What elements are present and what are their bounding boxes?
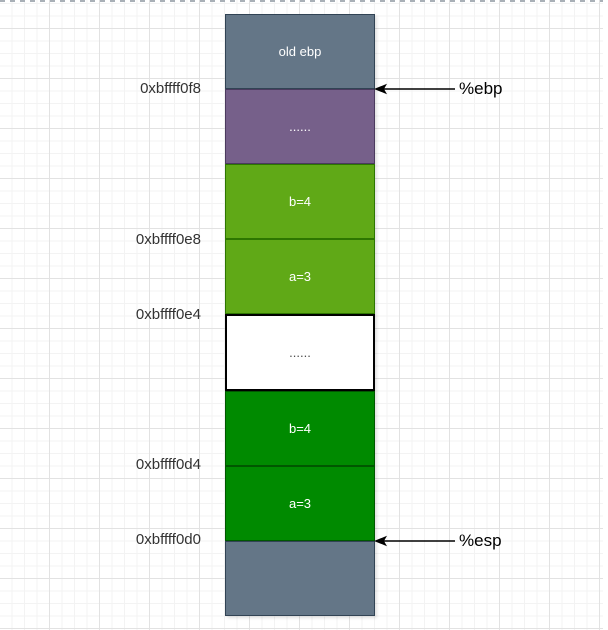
stack-cell-ellipsis-middle: ...... xyxy=(225,314,375,391)
stack-cell-label: a=3 xyxy=(288,269,312,284)
ebp-pointer-label: %ebp xyxy=(459,79,503,98)
stack-cell-old-ebp: old ebp xyxy=(225,14,375,89)
ebp-arrow-left-icon xyxy=(374,83,455,95)
page-boundary-dashed-line xyxy=(0,0,603,2)
stack-cell-a3-upper: a=3 xyxy=(225,239,375,314)
stack-cell-label: b=4 xyxy=(288,194,312,209)
stack-cell-bottom-empty xyxy=(225,541,375,616)
address-label-0xbffff0d4: 0xbffff0d4 xyxy=(135,456,201,473)
stack-cell-label: old ebp xyxy=(278,44,322,59)
esp-arrow-left-icon xyxy=(374,535,455,547)
address-label-0xbffff0f8: 0xbffff0f8 xyxy=(140,80,201,97)
stack-cell-a3-lower: a=3 xyxy=(225,466,375,541)
address-label-0xbffff0d0: 0xbffff0d0 xyxy=(135,531,201,548)
esp-pointer-label: %esp xyxy=(459,531,502,550)
address-label-0xbffff0e4: 0xbffff0e4 xyxy=(135,306,201,323)
memory-stack: old ebp ...... b=4 a=3 ...... b=4 a=3 xyxy=(225,14,375,616)
stack-cell-label: ...... xyxy=(289,119,311,134)
stack-cell-ellipsis-upper: ...... xyxy=(225,89,375,164)
stack-cell-label: a=3 xyxy=(288,496,312,511)
stack-cell-label: ...... xyxy=(289,345,311,360)
stack-cell-b4-upper: b=4 xyxy=(225,164,375,239)
stack-cell-label: b=4 xyxy=(288,421,312,436)
stack-cell-b4-lower: b=4 xyxy=(225,391,375,466)
address-label-0xbffff0e8: 0xbffff0e8 xyxy=(135,231,201,248)
